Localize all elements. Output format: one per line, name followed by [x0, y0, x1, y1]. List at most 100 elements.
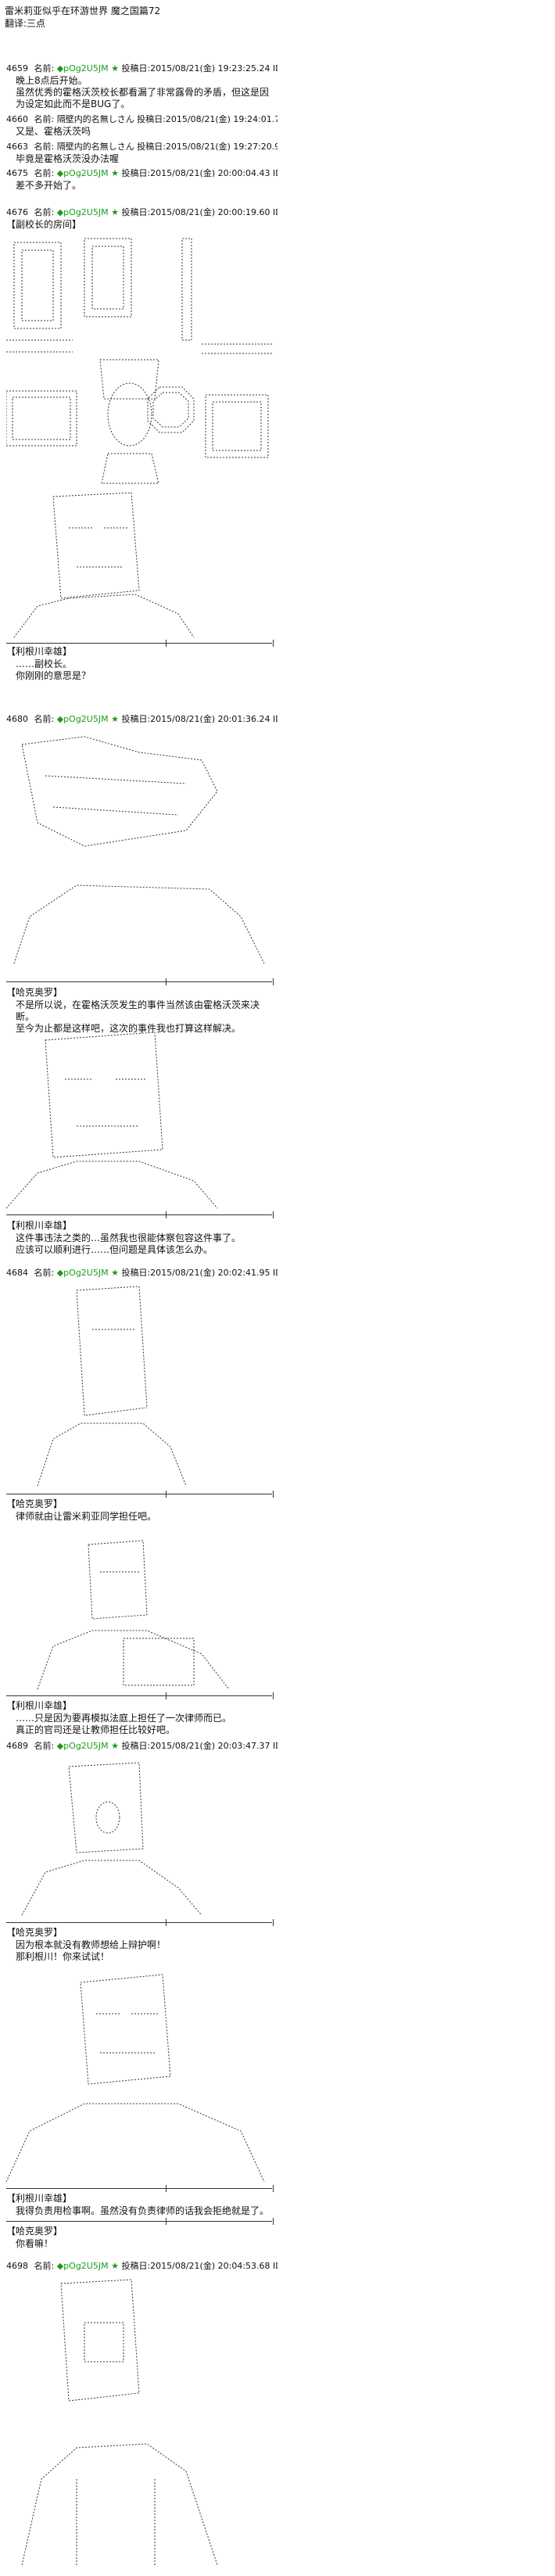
dialogue-line: ……只是因为要再模拟法庭上担任了一次律师而已。: [16, 1713, 232, 1724]
speaker-name: 【利根川幸雄】: [6, 1220, 73, 1231]
post-trip[interactable]: ◆pOg2U5JM ★: [56, 1268, 119, 1278]
post-date: 投稿日:2015/08/21(金) 19:23:25.24 ID:YoluVBL…: [121, 63, 324, 74]
post-trip[interactable]: ◆pOg2U5JM ★: [56, 63, 119, 74]
scene-divider: [6, 978, 274, 985]
dialogue: 这件事违法之类的…虽然我也很能体察包容这件事了。 应该可以顺利进行……但问题是具…: [6, 1232, 274, 1256]
post-name-label: 名前:: [34, 207, 55, 217]
post-name-label: 名前:: [34, 114, 55, 124]
post-trip[interactable]: ◆pOg2U5JM ★: [56, 714, 119, 724]
post-body: 毕竟是霍格沃茨没办法喔: [6, 153, 274, 165]
dialogue: 不是所以说，在霍格沃茨发生的事件当然该由霍格沃茨来决断。 至今为止都是这样吧，这…: [6, 999, 274, 1035]
dialogue-line: 应该可以顺利进行……但问题是具体该怎么办。: [16, 1244, 213, 1255]
tonegawa-portrait-art: [6, 1529, 274, 1693]
scene-divider: [6, 2185, 274, 2192]
post-name-label: 名前:: [34, 2261, 55, 2271]
dialogue-line: 你看嘛！: [16, 2238, 54, 2249]
dialogue-line: 因为根本就没有教师想给上辩护啊！: [16, 1939, 166, 1950]
dialogue-line: 真正的官司还是让教师担任比较好吧。: [16, 1724, 176, 1735]
dialogue-line: 这件事违法之类的…虽然我也很能体察包容这件事了。: [16, 1232, 242, 1243]
post-number: 4660: [6, 114, 28, 124]
speaker-name: 【利根川幸雄】: [6, 2193, 73, 2204]
post-date: 投稿日:2015/08/21(金) 20:01:36.24 ID:YoluVBL…: [121, 714, 324, 724]
speaker-name: 【哈克奥罗】: [6, 987, 63, 998]
dialogue: 因为根本就没有教师想给上辩护啊！ 那利根川！你来试试！: [6, 1939, 274, 1963]
tonegawa-portrait-art: [6, 1024, 274, 1212]
post-date: 投稿日:2015/08/21(金) 20:02:41.95 ID:YoluVBL…: [121, 1268, 324, 1278]
dialogue-line: 你刚刚的意思是？: [16, 670, 91, 681]
post-number: 4684: [6, 1268, 28, 1278]
empty-margin: [278, 0, 555, 2576]
post-body: 差不多开始了。: [6, 180, 274, 192]
post-trip[interactable]: ◆pOg2U5JM ★: [56, 168, 119, 178]
post-name-label: 名前:: [34, 1268, 55, 1278]
dialogue-line: 至今为止都是这样吧，这次的事件我也打算这样解决。: [16, 1023, 242, 1034]
dialogue: 我得负责用检事啊。虽然没有负责律师的话我会拒绝就是了。: [6, 2205, 274, 2217]
office-scene-art: [6, 235, 274, 485]
scene-divider: [6, 1211, 274, 1218]
post-line: 毕竟是霍格沃茨没办法喔: [16, 153, 120, 164]
post-date: 投稿日:2015/08/21(金) 20:04:53.68 ID:YoluVBL…: [121, 2261, 324, 2271]
post-line: 虽然优秀的霍格沃茨校长都看漏了非常露骨的矛盾，但这是因为设定如此而不是BUG了。: [16, 87, 270, 109]
post-header: 4675 名前: ◆pOg2U5JM ★ 投稿日:2015/08/21(金) 2…: [6, 167, 324, 179]
scene-location: 【副校长的房间】: [6, 219, 82, 230]
speaker-name: 【哈克奥罗】: [6, 1498, 63, 1509]
post-line: 又是、霍格沃茨吗: [16, 126, 91, 137]
post-name-label: 名前:: [34, 142, 55, 152]
post-header: 4689 名前: ◆pOg2U5JM ★ 投稿日:2015/08/21(金) 2…: [6, 1740, 324, 1752]
hakuoro-portrait-art: [6, 2276, 274, 2573]
dialogue: 律师就由让雷米莉亚同学担任吧。: [6, 1511, 274, 1523]
post-trip: 隔壁内的名無しさん: [56, 142, 134, 152]
page-header: 雷米莉亚似乎在环游世界 魔之国篇72 翻译:三点: [5, 5, 272, 30]
post-number: 4676: [6, 207, 28, 217]
post-number: 4659: [6, 63, 28, 74]
post-header: 4684 名前: ◆pOg2U5JM ★ 投稿日:2015/08/21(金) 2…: [6, 1267, 324, 1279]
post-line: 差不多开始了。: [16, 180, 82, 191]
hakuoro-portrait-art: [6, 1755, 274, 1919]
post-name-label: 名前:: [34, 1741, 55, 1751]
post-header: 4680 名前: ◆pOg2U5JM ★ 投稿日:2015/08/21(金) 2…: [6, 713, 324, 725]
dialogue-line: 律师就由让雷米莉亚同学担任吧。: [16, 1511, 157, 1522]
dialogue-line: 不是所以说，在霍格沃茨发生的事件当然该由霍格沃茨来决断。: [16, 999, 260, 1022]
page-title: 雷米莉亚似乎在环游世界 魔之国篇72: [5, 5, 161, 16]
speaker-name: 【利根川幸雄】: [6, 1700, 73, 1711]
speaker-name: 【利根川幸雄】: [6, 646, 73, 657]
post-name-label: 名前:: [34, 714, 55, 724]
post-number: 4675: [6, 168, 28, 178]
post-number: 4689: [6, 1741, 28, 1751]
post-header: 4659 名前: ◆pOg2U5JM ★ 投稿日:2015/08/21(金) 1…: [6, 63, 324, 74]
post-body: 晚上8点后开始。 虽然优秀的霍格沃茨校长都看漏了非常露骨的矛盾，但这是因为设定如…: [6, 75, 274, 110]
post-line: 晚上8点后开始。: [16, 75, 88, 86]
dialogue: ……副校长。 你刚刚的意思是？: [6, 658, 274, 682]
scene-divider: [6, 640, 274, 647]
dialogue-line: ……副校长。: [16, 658, 73, 669]
post-trip[interactable]: ◆pOg2U5JM ★: [56, 2261, 119, 2271]
post-body: 又是、霍格沃茨吗: [6, 126, 274, 138]
post-number: 4680: [6, 714, 28, 724]
page-strip: 雷米莉亚似乎在环游世界 魔之国篇72 翻译:三点 4659 名前: ◆pOg2U…: [5, 5, 351, 2573]
post-trip: 隔壁内的名無しさん: [56, 114, 134, 124]
post-name-label: 名前:: [34, 168, 55, 178]
tonegawa-portrait-art: [6, 481, 274, 641]
post-date: 投稿日:2015/08/21(金) 20:00:04.43 ID:YoluVBL…: [121, 168, 324, 178]
dialogue: ……只是因为要再模拟法庭上担任了一次律师而已。 真正的官司还是让教师担任比较好吧…: [6, 1713, 274, 1736]
speaker-name: 【哈克奥罗】: [6, 1927, 63, 1938]
post-date: 投稿日:2015/08/21(金) 20:00:19.60 ID:YoluVBL…: [121, 207, 324, 217]
dialogue-line: 那利根川！你来试试！: [16, 1951, 110, 1962]
post-number: 4663: [6, 142, 28, 152]
post-name-label: 名前:: [34, 63, 55, 74]
translator-credit: 翻译:三点: [5, 18, 46, 29]
tonegawa-portrait-art: [6, 1967, 274, 2186]
scene-divider: [6, 2218, 274, 2225]
post-date: 投稿日:2015/08/21(金) 20:03:47.37 ID:YoluVBL…: [121, 1741, 324, 1751]
dialogue-line: 我得负责用检事啊。虽然没有负责律师的话我会拒绝就是了。: [16, 2205, 270, 2216]
hakuoro-portrait-art: [6, 1283, 274, 1490]
post-body: 【副校长的房间】: [6, 219, 274, 231]
speaker-name: 【哈克奥罗】: [6, 2226, 63, 2237]
post-trip[interactable]: ◆pOg2U5JM ★: [56, 1741, 119, 1751]
post-header: 4676 名前: ◆pOg2U5JM ★ 投稿日:2015/08/21(金) 2…: [6, 206, 324, 218]
scene-divider: [6, 1692, 274, 1699]
hakuoro-portrait-art: [6, 729, 274, 979]
post-number: 4698: [6, 2261, 28, 2271]
scene-divider: [6, 1919, 274, 1926]
post-trip[interactable]: ◆pOg2U5JM ★: [56, 207, 119, 217]
